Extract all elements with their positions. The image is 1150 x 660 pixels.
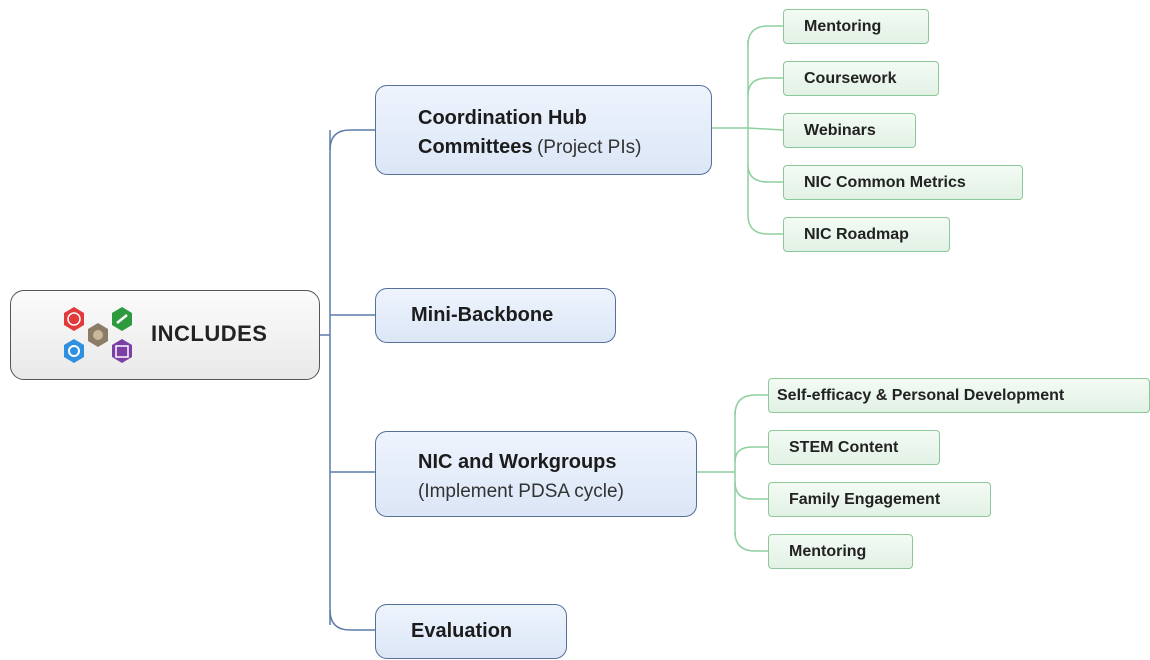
leaf-family-engagement: Family Engagement <box>768 482 991 517</box>
branch-evaluation: Evaluation <box>375 604 567 659</box>
branch-mini-backbone: Mini-Backbone <box>375 288 616 343</box>
branch-title: Coordination Hub <box>418 107 587 129</box>
logo-hexagons-icon <box>64 307 132 363</box>
leaf-label: Mentoring <box>804 17 882 35</box>
leaf-mentoring: Mentoring <box>783 9 929 44</box>
leaf-label: Self-efficacy & Personal Development <box>777 386 1065 404</box>
root-label: INCLUDES <box>151 321 268 346</box>
leaf-webinars: Webinars <box>783 113 916 148</box>
branch-title-2: Committees <box>418 136 533 158</box>
branch-coordination-hub: Coordination Hub Committees (Project PIs… <box>375 85 712 175</box>
branch-title: Mini-Backbone <box>411 304 554 326</box>
leaf-self-efficacy: Self-efficacy & Personal Development <box>768 378 1150 413</box>
branch-subtitle: (Implement PDSA cycle) <box>418 481 624 502</box>
branch-nic-workgroups: NIC and Workgroups (Implement PDSA cycle… <box>375 431 697 517</box>
leaf-label: STEM Content <box>789 438 899 456</box>
branch-subtitle: (Project PIs) <box>536 137 642 158</box>
leaf-nic-common-metrics: NIC Common Metrics <box>783 165 1023 200</box>
leaf-mentoring-2: Mentoring <box>768 534 913 569</box>
leaf-label: NIC Common Metrics <box>804 173 966 191</box>
leaf-label: Family Engagement <box>789 490 941 508</box>
root-node: INCLUDES <box>10 290 320 380</box>
branch-title: NIC and Workgroups <box>418 451 617 473</box>
leaf-stem-content: STEM Content <box>768 430 940 465</box>
leaf-nic-roadmap: NIC Roadmap <box>783 217 950 252</box>
leaf-label: Mentoring <box>789 542 867 560</box>
leaf-coursework: Coursework <box>783 61 939 96</box>
branch-title: Evaluation <box>411 620 513 642</box>
leaf-label: Webinars <box>804 121 876 139</box>
leaf-label: NIC Roadmap <box>804 225 909 243</box>
leaf-label: Coursework <box>804 69 897 87</box>
